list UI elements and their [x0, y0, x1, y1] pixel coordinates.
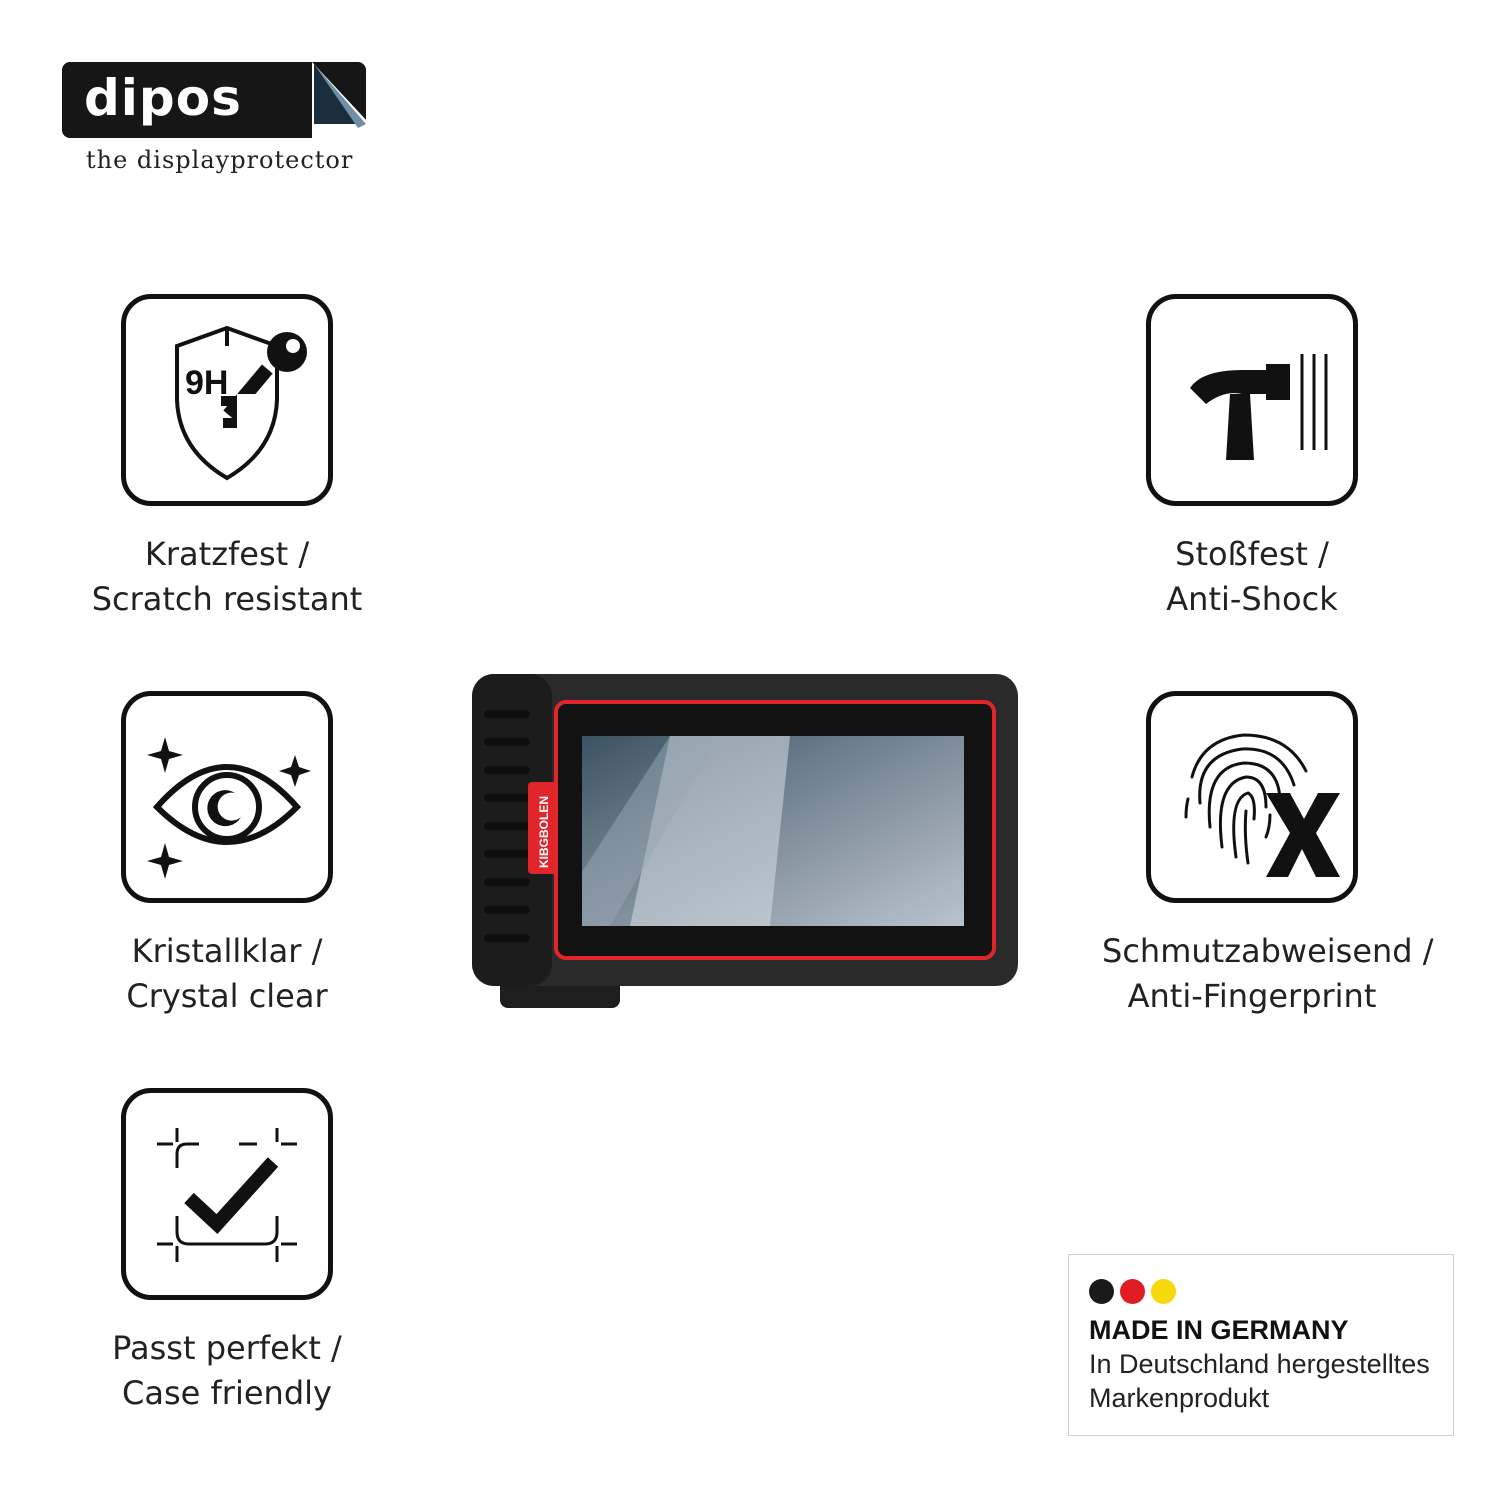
feature-icon-box [1146, 294, 1358, 506]
logo-wordmark: dipos [84, 69, 242, 127]
caption-line-en: Case friendly [122, 1374, 332, 1412]
caption-line-en: Anti-Fingerprint [1127, 977, 1377, 1015]
feature-anti-shock: Stoßfest / Anti-Shock [1102, 294, 1402, 622]
feature-anti-fingerprint: Schmutzabweisend / Anti-Fingerprint [1102, 691, 1434, 1019]
flag-dot-black [1089, 1279, 1114, 1304]
hardness-label: 9H [185, 364, 228, 402]
feature-icon-box [121, 1088, 333, 1300]
eye-sparkle-icon [147, 737, 311, 879]
made-in-line-2: Markenprodukt [1089, 1383, 1270, 1413]
grip-ridges [484, 710, 530, 942]
device-brand-label: KIBGBOLEN [537, 796, 551, 868]
made-in-germany-badge: MADE IN GERMANY In Deutschland hergestel… [1068, 1254, 1454, 1436]
made-in-title: MADE IN GERMANY [1089, 1315, 1349, 1345]
diagnostic-device-image: KIBGBOLEN [472, 674, 1018, 1008]
caption-line-en: Crystal clear [126, 977, 328, 1015]
shield-key-9h-icon: 9H [175, 325, 307, 481]
feature-caption: Kratzfest / Scratch resistant [77, 532, 377, 622]
feature-icon-box [1146, 691, 1358, 903]
flag-dot-gold [1151, 1279, 1176, 1304]
feature-caption: Passt perfekt / Case friendly [77, 1326, 377, 1416]
caption-line-en: Anti-Shock [1166, 580, 1338, 618]
caption-line-de: Kristallklar / [131, 932, 323, 970]
feature-case-friendly: Passt perfekt / Case friendly [77, 1088, 377, 1416]
feature-scratch-resistant: 9H Kratzfest / Scratch resistant [77, 294, 377, 622]
brand-tab [528, 782, 558, 874]
made-in-line-1: In Deutschland hergestelltes [1089, 1349, 1430, 1379]
logo-tagline: the displayprotector [86, 146, 354, 174]
feature-caption: Kristallklar / Crystal clear [77, 929, 377, 1019]
peel-corner-icon [312, 62, 368, 138]
hammer-icon [1190, 354, 1328, 460]
flag-dot-red [1120, 1279, 1145, 1304]
feature-caption: Stoßfest / Anti-Shock [1102, 532, 1402, 622]
caption-line-de: Kratzfest / [144, 535, 310, 573]
check-frame-icon [157, 1128, 297, 1262]
feature-caption: Schmutzabweisend / Anti-Fingerprint [1102, 929, 1434, 1019]
caption-line-de: Stoßfest / [1175, 535, 1329, 573]
brand-logo: dipos the displayprotector [62, 62, 372, 182]
feature-crystal-clear: Kristallklar / Crystal clear [77, 691, 377, 1019]
german-flag-dots [1089, 1279, 1176, 1304]
caption-line-en: Scratch resistant [91, 580, 363, 618]
caption-line-de: Passt perfekt / [112, 1329, 342, 1367]
feature-icon-box [121, 691, 333, 903]
feature-icon-box: 9H [121, 294, 333, 506]
fingerprint-x-icon [1184, 733, 1340, 877]
caption-line-de: Schmutzabweisend / [1102, 932, 1434, 970]
